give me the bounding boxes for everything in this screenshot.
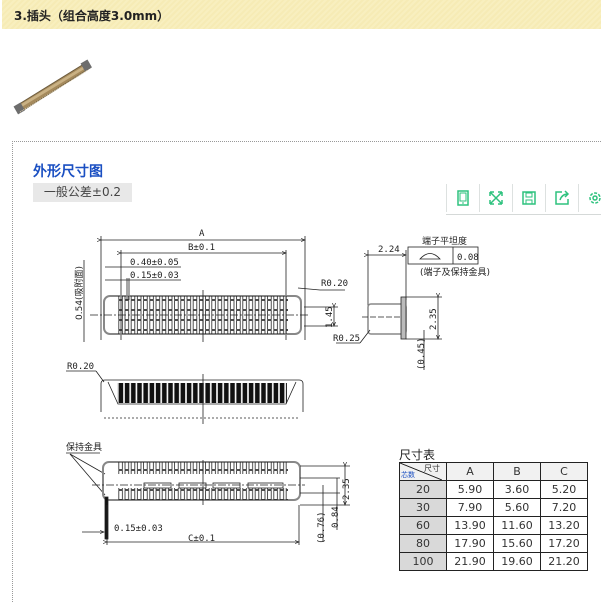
bottom-d1-label: (0.76) — [317, 511, 327, 544]
pins-cell: 60 — [399, 516, 447, 535]
c-cell: 13.20 — [540, 516, 588, 535]
pitch-label: 0.40±0.05 — [130, 258, 179, 268]
bottom-d2-label: 0.84 — [331, 506, 341, 528]
save-button[interactable] — [512, 184, 545, 212]
width-label: 0.15±0.03 — [130, 271, 179, 281]
pins-cell: 80 — [399, 534, 447, 553]
table-corner: 尺寸 芯数 — [399, 462, 447, 481]
dimension-drawing: A B±0.1 0.40±0.05 0.15±0.03 0.54(吸附面) R0… — [66, 229, 490, 545]
front-view — [66, 370, 304, 424]
bottom-width-label: 0.15±0.03 — [114, 524, 163, 534]
top-view — [83, 236, 345, 342]
share-icon — [555, 190, 570, 205]
suction-label: 0.54(吸附面) — [73, 266, 85, 320]
header-title: 3.插头（组合高度3.0mm） — [14, 9, 170, 23]
flatness-note: (端子及保持金具) — [420, 266, 490, 278]
dim-b-label: B±0.1 — [188, 243, 215, 253]
tablet-icon — [457, 190, 469, 206]
table-row: 60 13.90 11.60 13.20 — [399, 516, 588, 535]
c-cell: 5.20 — [540, 480, 588, 499]
a-cell: 21.90 — [446, 552, 494, 571]
column-header: A — [446, 462, 494, 481]
side-radius-label: R0.25 — [333, 334, 360, 344]
table-row: 100 21.90 19.60 21.20 — [399, 552, 588, 571]
b-cell: 19.60 — [493, 552, 541, 571]
side-height-label: 2.35 — [429, 308, 439, 330]
c-cell: 7.20 — [540, 498, 588, 517]
a-cell: 5.90 — [446, 480, 494, 499]
bottom-view — [66, 452, 350, 545]
table-row: 80 17.90 15.60 17.20 — [399, 534, 588, 553]
settings-button[interactable] — [578, 184, 601, 212]
b-cell: 3.60 — [493, 480, 541, 499]
a-cell: 7.90 — [446, 498, 494, 517]
dim-c-label: C±0.1 — [188, 534, 215, 544]
b-cell: 15.60 — [493, 534, 541, 553]
fullscreen-button[interactable] — [479, 184, 512, 212]
save-icon — [522, 191, 536, 205]
a-cell: 17.90 — [446, 534, 494, 553]
share-button[interactable] — [545, 184, 578, 212]
flatness-value: 0.08 — [457, 253, 479, 263]
section-header: 3.插头（组合高度3.0mm） — [2, 0, 601, 29]
b-cell: 5.60 — [493, 498, 541, 517]
side-depth-label: 2.24 — [378, 245, 400, 255]
table-header-row: 尺寸 芯数 A B C — [399, 462, 588, 481]
front-radius-label: R0.20 — [67, 362, 94, 372]
b-cell: 11.60 — [493, 516, 541, 535]
corner-top-label: 尺寸 — [424, 464, 440, 473]
view-button[interactable] — [446, 184, 479, 212]
retainer-label: 保持金具 — [66, 441, 102, 453]
flatness-label: 端子平坦度 — [422, 235, 467, 247]
section-title: 外形尺寸图 — [33, 164, 103, 180]
image-toolbar — [446, 184, 601, 215]
corner-bottom-label: 芯数 — [401, 471, 415, 479]
side-view — [336, 246, 479, 370]
top-height-label: 1.45 — [325, 306, 335, 328]
pins-cell: 20 — [399, 480, 447, 499]
connector-product-image — [13, 59, 92, 115]
tolerance-badge: 一般公差±0.2 — [33, 183, 132, 202]
dim-table-title: 尺寸表 — [399, 448, 436, 462]
expand-icon — [489, 191, 503, 205]
bottom-height-label: 2.35 — [342, 478, 352, 500]
c-cell: 17.20 — [540, 534, 588, 553]
side-offset-label: (0.45) — [417, 337, 427, 370]
column-header: C — [540, 462, 588, 481]
dim-a-label: A — [199, 229, 205, 239]
pins-cell: 100 — [399, 552, 447, 571]
gear-icon — [589, 192, 601, 204]
a-cell: 13.90 — [446, 516, 494, 535]
c-cell: 21.20 — [540, 552, 588, 571]
pins-cell: 30 — [399, 498, 447, 517]
dimension-panel — [12, 141, 601, 602]
dimension-table: 尺寸 芯数 A B C 20 5.90 3.60 5.20 30 7.90 5.… — [399, 462, 588, 571]
table-row: 30 7.90 5.60 7.20 — [399, 498, 588, 517]
table-row: 20 5.90 3.60 5.20 — [399, 480, 588, 499]
column-header: B — [493, 462, 541, 481]
top-radius-label: R0.20 — [321, 279, 348, 289]
